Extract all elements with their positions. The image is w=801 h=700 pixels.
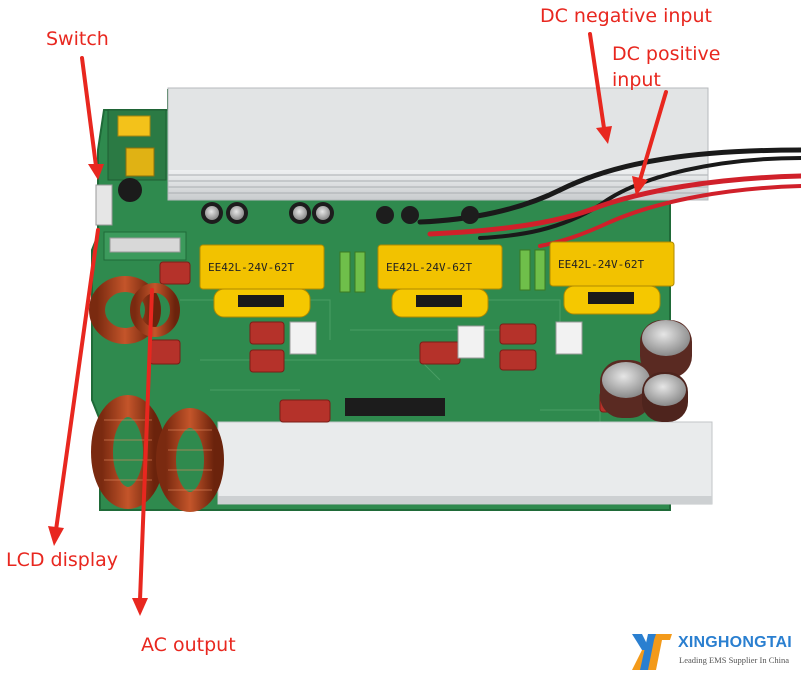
callout-dc-positive-input: DC positive input xyxy=(612,43,721,91)
top-heatsink xyxy=(167,87,709,201)
brand-name: XINGHONGTAI xyxy=(678,634,792,651)
pin-header xyxy=(345,398,445,416)
callout-lcd-display: LCD display xyxy=(6,549,118,571)
terminal-connectors xyxy=(289,321,583,359)
fuses xyxy=(339,249,546,293)
annotation-arrows xyxy=(48,32,668,616)
transformer-2: EE42L-24V-62T xyxy=(377,244,503,318)
film-capacitors xyxy=(149,261,637,423)
lcd-connector xyxy=(103,231,187,261)
toroid-inductors xyxy=(89,276,224,512)
brand-tagline: Leading EMS Supplier In China xyxy=(679,655,790,665)
transformer-1-label: EE42L-24V-62T xyxy=(208,261,294,274)
callout-dc-negative-input: DC negative input xyxy=(540,5,712,27)
transformer-2-label: EE42L-24V-62T xyxy=(386,261,472,274)
electrolytic-capacitors xyxy=(600,320,692,422)
transformer-3-label: EE42L-24V-62T xyxy=(558,258,644,271)
switch-module xyxy=(95,109,167,226)
transformer-3: EE42L-24V-62T xyxy=(549,241,675,315)
callout-ac-output: AC output xyxy=(141,634,236,656)
transformer-1: EE42L-24V-62T xyxy=(199,244,325,318)
brand-logo: XINGHONGTAI Leading EMS Supplier In Chin… xyxy=(630,628,800,676)
small-capacitors xyxy=(201,202,479,224)
bottom-heatsink xyxy=(217,421,713,505)
callout-switch: Switch xyxy=(46,28,109,50)
brand-mark-icon xyxy=(632,634,672,670)
